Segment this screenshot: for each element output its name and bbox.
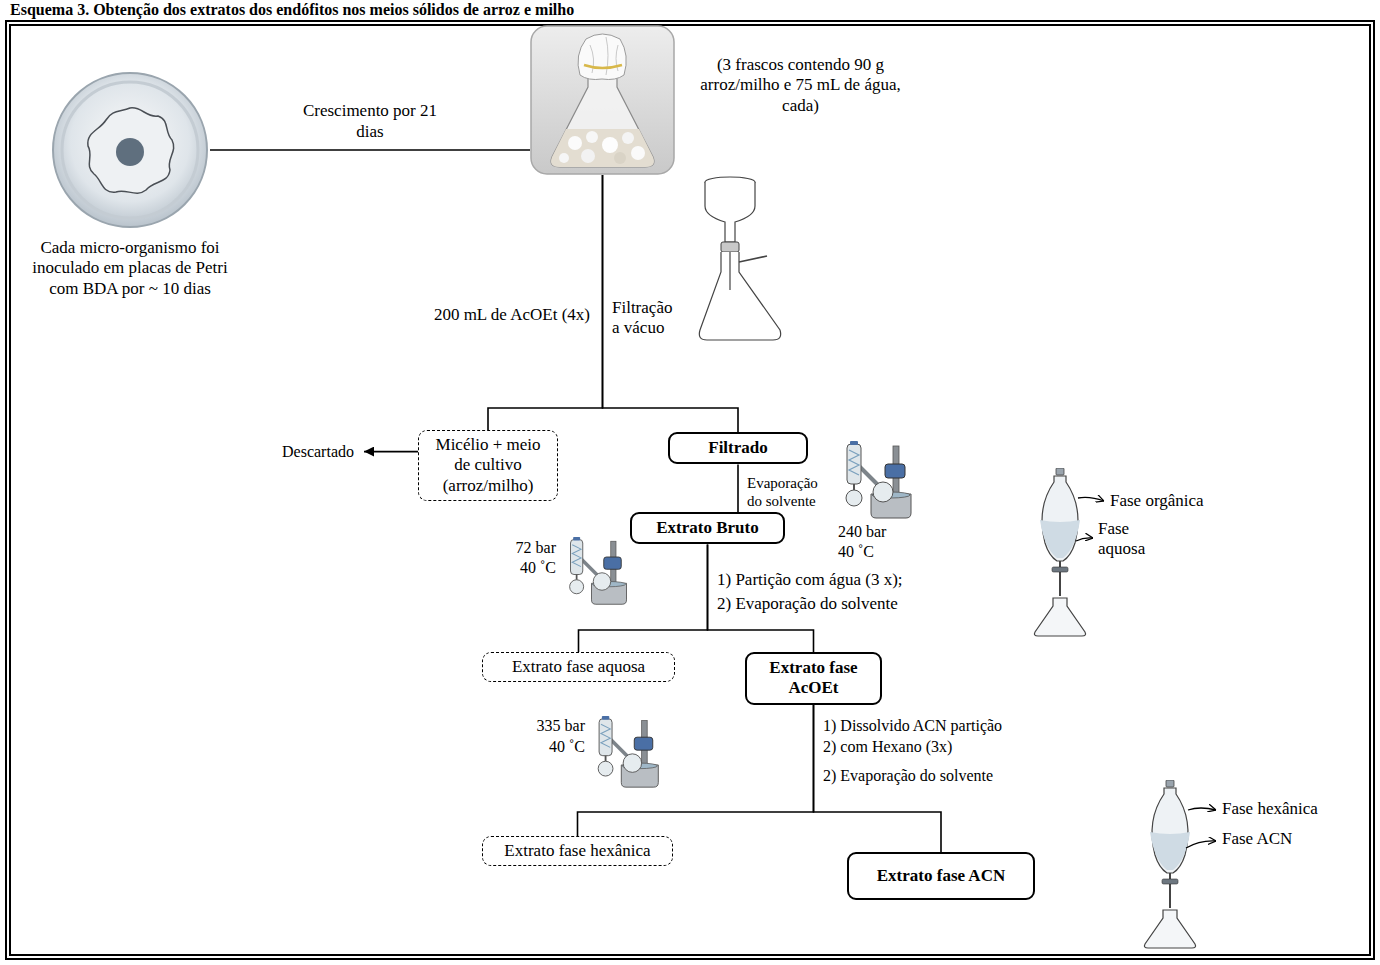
separatory-funnel-icon [1034,468,1085,636]
step-note: Evaporação do solvente [747,474,829,510]
node-text: Cada micro-organismo foi inoculado em pl… [22,238,238,299]
step-note: Fase aquosa [1098,519,1160,560]
process-box: Extrato fase ACN [847,852,1035,900]
leader-arrow [1078,497,1104,501]
node-text: Extrato Bruto [638,518,777,538]
flow-connector [210,149,530,151]
step-note: 1) Dissolvido ACN partição [823,716,1023,735]
petri-dish: Cada micro-organismo foi inoculado em pl… [50,70,210,230]
step-note: Fase hexânica [1222,799,1362,819]
diagram-title: Esquema 3. Obtenção dos extratos dos end… [10,0,574,19]
culture-flask: (3 frascos contendo 90 g arroz/milho e 7… [530,25,675,175]
step-note: 240 bar [838,522,908,541]
step-note: 1) Partição com água (3 x); [717,570,957,590]
rotary-evaporator-icon [846,441,911,518]
node-text: Extrato fase aquosa [493,657,664,677]
node-text: (3 frascos contendo 90 g arroz/milho e 7… [698,55,903,116]
leader-arrow [1188,808,1216,810]
node-text: Micélio + meio de cultivo (arroz/milho) [429,435,547,496]
node-text: Filtrado [676,438,800,458]
flow-connector [488,175,603,430]
node-text: Extrato fase AcOEt [753,658,874,699]
leader-arrow [1186,841,1216,848]
step-note: 335 bar [515,716,585,735]
step-note: 2) com Hexano (3x) [823,737,1023,756]
step-note: 40 ˚C [838,542,908,561]
flow-connector [578,705,814,836]
process-box: Extrato Bruto [630,512,785,544]
step-note: 200 mL de AcOEt (4x) [400,305,590,325]
discarded-box: Micélio + meio de cultivo (arroz/milho) [418,430,558,501]
discarded-box: Extrato fase aquosa [482,652,675,682]
discarded-box: Extrato fase hexânica [482,836,673,866]
node-text: Descartado [275,442,361,461]
flow-connector [579,544,708,652]
edge-label: Crescimento por 21 dias [290,101,450,142]
step-note: Fase ACN [1222,829,1362,849]
flow-connector [737,464,739,512]
process-box: Extrato fase AcOEt [745,652,882,705]
node-text: Extrato fase ACN [855,866,1027,886]
step-note: 72 bar [490,538,556,557]
step-note: 40 ˚C [490,558,556,577]
culture-flask-photo [530,25,675,175]
step-note: 2) Evaporação do solvente [717,594,957,614]
process-box: Filtrado [668,432,808,464]
step-note: Filtração a vácuo [612,298,682,339]
vacuum-filter-icon [699,177,780,340]
leader-arrow [1076,538,1093,541]
rotary-evaporator-icon [570,537,627,604]
node-text: Extrato fase hexânica [493,841,662,861]
step-note: 40 ˚C [515,737,585,756]
flow-connector [603,175,739,432]
discard-note: Descartado [272,440,364,463]
petri-dish-drawing [50,70,210,230]
step-note: Fase orgânica [1110,491,1250,511]
flow-connector [364,451,418,453]
step-note: 2) Evaporação do solvente [823,766,1023,785]
separatory-funnel-icon [1144,780,1195,948]
rotary-evaporator-icon [598,716,658,787]
